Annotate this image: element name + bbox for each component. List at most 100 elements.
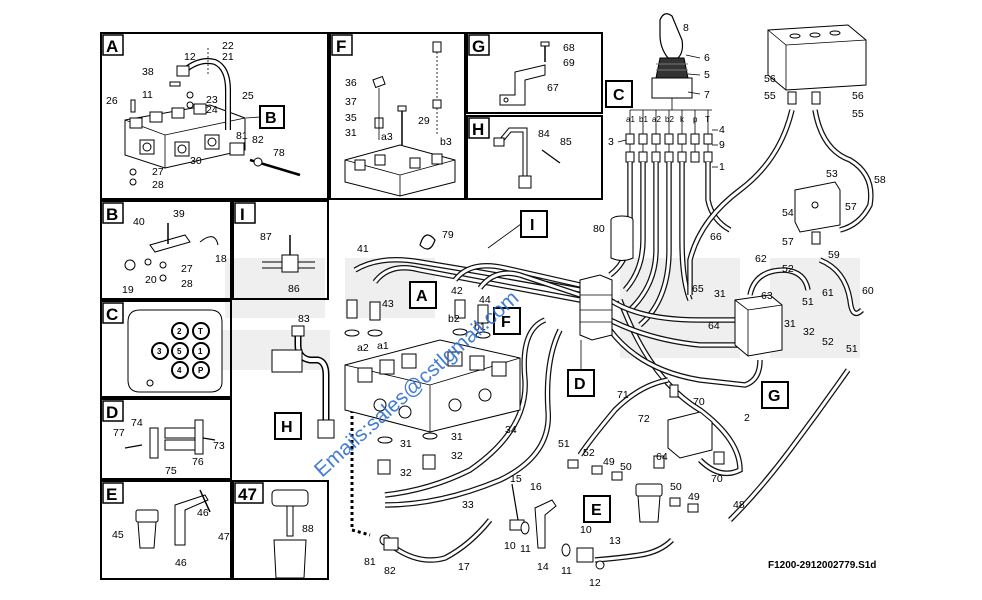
label-49a: 49 [603, 456, 615, 468]
port-label-b1: b1 [639, 115, 648, 124]
label-43: 43 [382, 298, 394, 310]
label-67: 67 [547, 82, 559, 94]
control-valve-icon [124, 103, 246, 169]
label-76: 76 [192, 456, 204, 468]
label-31-g: 31 [714, 288, 726, 300]
label-75: 75 [165, 465, 177, 477]
label-13: 13 [609, 535, 621, 547]
panel-F-title: F [336, 37, 346, 56]
panel-F: F 36 37 35 31 a3 29 b3 [329, 32, 466, 200]
label-57b: 57 [782, 236, 794, 248]
label-46: 46 [197, 507, 209, 519]
label-81: 81 [236, 130, 248, 142]
panel-A-title: A [106, 37, 118, 56]
label-38: 38 [142, 66, 154, 78]
label-57a: 57 [845, 201, 857, 213]
label-88: 88 [302, 523, 314, 535]
control-valve-icon [344, 144, 456, 197]
label-31-low-a: 31 [400, 438, 412, 450]
label-64: 64 [708, 320, 720, 332]
port-label-T: T [705, 115, 710, 124]
label-82-low: 82 [384, 565, 396, 577]
label-18: 18 [215, 253, 227, 265]
panel-I: I 87 86 [232, 200, 329, 300]
label-b3: b3 [440, 136, 452, 148]
label-79: 79 [442, 229, 454, 241]
callout-D: D [574, 376, 586, 393]
label-80: 80 [593, 223, 605, 235]
label-15: 15 [510, 473, 522, 485]
label-11a: 11 [520, 543, 531, 555]
label-41: 41 [357, 243, 369, 255]
label-1: 1 [719, 161, 725, 173]
label-28: 28 [181, 278, 193, 290]
label-54: 54 [782, 207, 794, 219]
label-14: 14 [537, 561, 549, 573]
filter-icon [135, 489, 211, 549]
label-62: 62 [755, 253, 767, 265]
diagram-reference-code: F1200-2912002779.S1d [768, 560, 876, 571]
hoses [353, 109, 874, 563]
label-77: 77 [113, 427, 125, 439]
main-control-valve-icon [344, 299, 521, 433]
label-32-low-b: 32 [451, 450, 463, 462]
panel-H-title: H [472, 120, 484, 139]
label-60: 60 [862, 285, 874, 297]
valve-block-G-icon [734, 294, 783, 357]
hose-clamp-block-icon [124, 419, 216, 459]
label-12: 12 [184, 51, 196, 63]
label-16: 16 [530, 481, 542, 493]
label-51-low: 51 [558, 438, 570, 450]
manifold-block-icon [767, 24, 867, 105]
filter-element-icon [271, 489, 309, 579]
label-39: 39 [173, 208, 185, 220]
label-2: 2 [744, 412, 750, 424]
panel-G: G 68 69 67 [466, 32, 603, 114]
label-64-low: 64 [656, 451, 668, 463]
port-5: 5 [177, 347, 182, 356]
label-73: 73 [213, 440, 225, 452]
panel-47: 47 88 [232, 480, 329, 580]
label-86: 86 [288, 283, 300, 295]
label-22: 22 [222, 40, 234, 52]
joystick-base-ports-icon [127, 309, 223, 393]
label-85: 85 [560, 136, 572, 148]
label-55a: 55 [764, 90, 776, 102]
label-50b: 50 [670, 481, 682, 493]
label-44: 44 [479, 294, 491, 306]
port-label-b2: b2 [665, 115, 674, 124]
label-51: 51 [802, 296, 814, 308]
label-19: 19 [122, 284, 134, 296]
label-56a: 56 [764, 73, 776, 85]
bracket-14-icon [379, 499, 605, 570]
label-b1-main: b1 [474, 321, 486, 333]
label-10b: 10 [580, 524, 592, 536]
label-27: 27 [181, 263, 193, 275]
label-70a: 70 [693, 396, 705, 408]
panel-D: D 74 77 73 75 76 [100, 398, 232, 480]
port-label-p: p [693, 115, 698, 124]
label-8: 8 [683, 22, 689, 34]
callout-A: A [416, 288, 428, 305]
callout-E: E [591, 502, 602, 519]
label-48: 48 [733, 499, 745, 511]
valve-block-72-icon [653, 384, 725, 469]
label-26: 26 [106, 95, 118, 107]
label-28: 28 [152, 179, 164, 191]
label-a2-main: a2 [357, 342, 369, 354]
port-T: T [198, 327, 203, 336]
label-69: 69 [563, 57, 575, 69]
callout-F: F [501, 314, 511, 331]
label-27: 27 [152, 166, 164, 178]
label-84: 84 [538, 128, 550, 140]
label-52-low: 52 [583, 447, 595, 459]
label-63: 63 [761, 290, 773, 302]
label-56b: 56 [852, 90, 864, 102]
label-58: 58 [874, 174, 886, 186]
junction-block-D-icon [579, 274, 613, 341]
label-35: 35 [345, 112, 357, 124]
label-32-r: 32 [803, 326, 815, 338]
label-71: 71 [617, 389, 629, 401]
panel-C: C 2 T 3 5 1 4 P [100, 300, 232, 398]
